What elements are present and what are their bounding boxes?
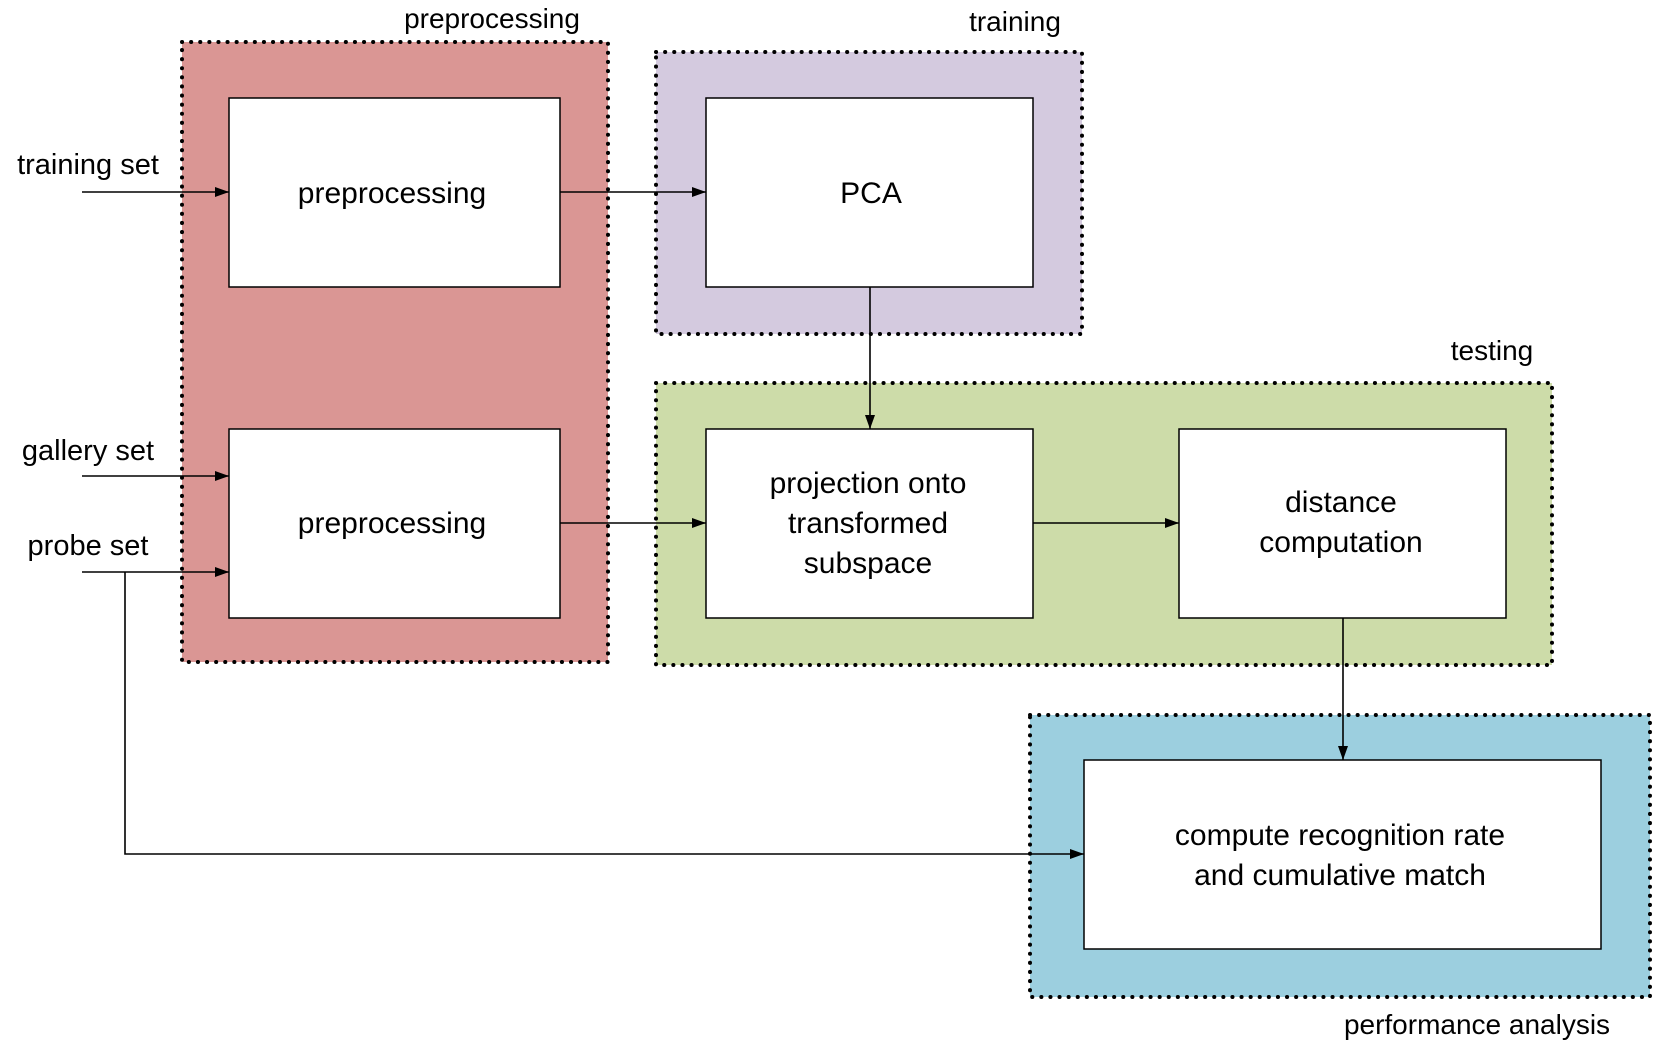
recognition-text-line2: and cumulative match xyxy=(1194,859,1486,892)
projection-text-line3: subspace xyxy=(804,547,932,580)
projection-text-line2: transformed xyxy=(788,507,948,540)
training-set-label: training set xyxy=(17,149,159,181)
training-group-label: training xyxy=(969,6,1061,37)
pca-text: PCA xyxy=(840,177,902,210)
pca-box xyxy=(705,97,1034,288)
projection-box xyxy=(705,428,1034,619)
preprocessing-top-box xyxy=(228,97,561,288)
preprocessing-bottom-text: preprocessing xyxy=(298,507,486,540)
distance-text-line1: distance xyxy=(1285,486,1397,519)
preprocessing-top-text: preprocessing xyxy=(298,177,486,210)
gallery-set-label: gallery set xyxy=(22,435,154,467)
testing-group-label: testing xyxy=(1451,335,1534,366)
projection-text-line1: projection onto xyxy=(770,467,967,500)
preprocessing-bottom-box xyxy=(228,428,561,619)
performance-analysis-group-label: performance analysis xyxy=(1344,1009,1610,1040)
distance-text-line2: computation xyxy=(1259,526,1422,559)
distance-computation-box xyxy=(1178,428,1507,619)
recognition-box xyxy=(1083,759,1602,950)
probe-set-label: probe set xyxy=(28,530,149,562)
probe-to-recognition-arrow xyxy=(124,572,1084,859)
preprocessing-group-label: preprocessing xyxy=(404,3,580,34)
recognition-text-line1: compute recognition rate xyxy=(1175,819,1505,852)
